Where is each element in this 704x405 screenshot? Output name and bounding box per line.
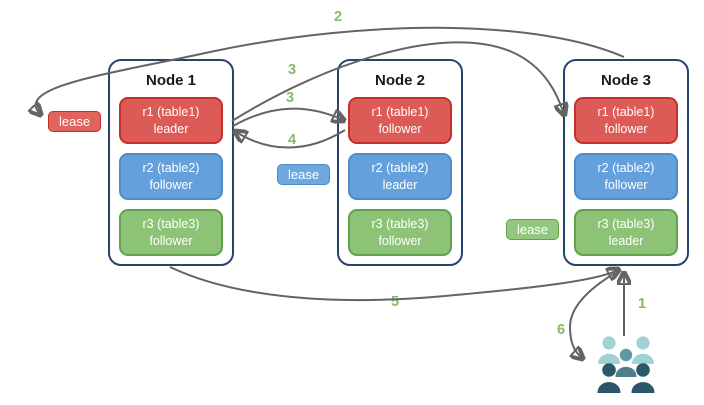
step-label-3b: 3 <box>285 90 295 106</box>
replica-role: follower <box>604 177 648 192</box>
step-label-6: 6 <box>556 322 566 338</box>
replica-label: r3 (table3) <box>597 217 655 231</box>
replica-role: leader <box>608 233 644 248</box>
node-1-title: Node 1 <box>145 72 196 89</box>
node-3-replica-r3: r3 (table3) leader <box>574 209 678 256</box>
replica-role: follower <box>149 233 193 248</box>
node-3-title: Node 3 <box>600 72 651 89</box>
lease-badge-table3: lease <box>506 219 560 240</box>
lease-badge-table2: lease <box>277 164 331 185</box>
replica-label: r1 (table1) <box>142 105 200 119</box>
step-label-4: 4 <box>287 132 297 148</box>
replica-label: r2 (table2) <box>597 161 655 175</box>
node-1-replica-r2: r2 (table2) follower <box>119 153 223 200</box>
replica-role: leader <box>382 177 418 192</box>
node-2-replica-r1: r1 (table1) follower <box>348 97 452 144</box>
replica-label: r1 (table1) <box>597 105 655 119</box>
node-2-title: Node 2 <box>374 72 425 89</box>
users-group-icon <box>597 336 655 393</box>
arrow-step-3-to-node2 <box>232 107 343 127</box>
node-2: Node 2 r1 (table1) follower r2 (table2) … <box>337 59 463 266</box>
replica-role: follower <box>378 233 422 248</box>
replica-label: r3 (table3) <box>142 217 200 231</box>
replica-label: r2 (table2) <box>142 161 200 175</box>
step-label-1: 1 <box>637 296 647 312</box>
step-label-2: 2 <box>333 9 343 25</box>
node-3-replica-r1: r1 (table1) follower <box>574 97 678 144</box>
replica-role: follower <box>604 121 648 136</box>
node-1-replica-r1: r1 (table1) leader <box>119 97 223 144</box>
node-3-replica-r2: r2 (table2) follower <box>574 153 678 200</box>
node-2-replica-r2: r2 (table2) leader <box>348 153 452 200</box>
lease-badge-table1: lease <box>48 111 102 132</box>
node-3: Node 3 r1 (table1) follower r2 (table2) … <box>563 59 689 266</box>
replica-role: follower <box>149 177 193 192</box>
replica-label: r1 (table1) <box>371 105 429 119</box>
replica-label: r2 (table2) <box>371 161 429 175</box>
replica-role: follower <box>378 121 422 136</box>
step-label-3a: 3 <box>287 62 297 78</box>
node-2-replica-r3: r3 (table3) follower <box>348 209 452 256</box>
replica-role: leader <box>153 121 189 136</box>
step-label-5: 5 <box>390 294 400 310</box>
node-1: Node 1 r1 (table1) leader r2 (table2) fo… <box>108 59 234 266</box>
replica-label: r3 (table3) <box>371 217 429 231</box>
node-1-replica-r3: r3 (table3) follower <box>119 209 223 256</box>
